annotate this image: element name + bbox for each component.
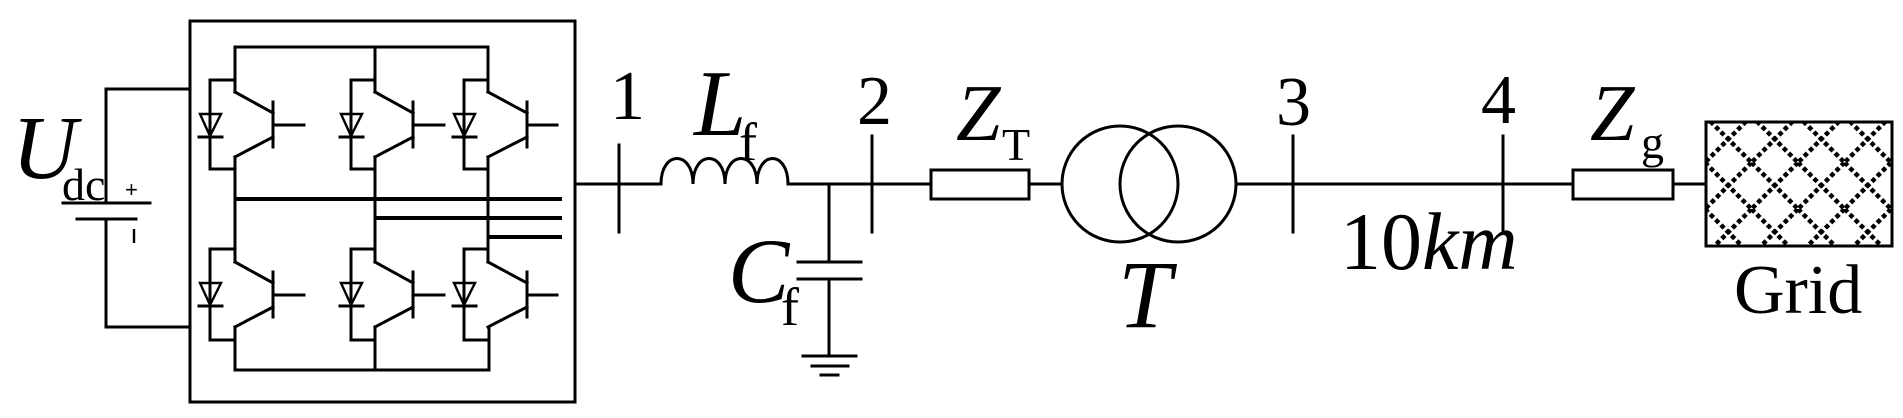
node-label: 4 (1481, 62, 1516, 139)
diode-icon (197, 281, 224, 308)
igbt-switch-s4 (197, 247, 306, 342)
capacitor-subscript: f (781, 277, 799, 337)
node-label: 2 (857, 63, 892, 140)
node-label: 1 (610, 58, 645, 135)
transformer-impedance: Z T (929, 70, 1031, 201)
node-label: 3 (1276, 64, 1311, 141)
grid-box (1704, 120, 1894, 248)
inverter-enclosure (188, 19, 577, 404)
dc-negative-wire (104, 217, 192, 329)
dc-negative-rail (233, 325, 491, 372)
inductor-subscript: f (739, 112, 757, 172)
transformer-label: T (1118, 241, 1178, 348)
bus-node-2: 2 (857, 63, 892, 234)
igbt-switch-s1 (197, 78, 306, 171)
dc-positive-wire (104, 87, 192, 205)
diode-icon (451, 112, 478, 139)
diode-icon (451, 281, 478, 308)
resistor-zg-icon (1571, 168, 1675, 201)
ground-icon (801, 354, 858, 377)
transformer: T (1060, 124, 1238, 348)
capacitor-symbol: C (728, 220, 791, 322)
igbt-switch-s3 (338, 78, 446, 171)
diode-icon (338, 112, 365, 139)
filter-inductor: L f (659, 52, 790, 186)
inductor-symbol: L (692, 52, 746, 156)
igbt-switch-s2 (451, 247, 559, 342)
bus-node-1: 1 (610, 58, 645, 234)
inductor-coil-icon (659, 157, 790, 186)
dc-voltage-symbol: U (12, 99, 82, 198)
dc-positive-rail (233, 45, 490, 94)
line-length-unit: km (1422, 196, 1518, 287)
bus-node-3: 3 (1276, 64, 1311, 234)
resistor-zt-icon (929, 168, 1031, 201)
filter-capacitor: C f (728, 182, 863, 377)
line-length-label: 10km (1340, 196, 1518, 287)
grid-impedance: Z g (1571, 70, 1675, 201)
bus-node-4: 4 (1481, 62, 1516, 234)
zt-subscript: T (1002, 119, 1030, 170)
zg-symbol: Z (1590, 70, 1636, 158)
grid-source: Grid (1704, 120, 1894, 329)
igbt-switch-s6 (338, 247, 446, 342)
dc-source: U dc + (12, 87, 192, 329)
diode-icon (197, 112, 224, 139)
dc-voltage-subscript: dc (62, 159, 105, 210)
inverter-bridge (188, 19, 577, 404)
grid-label: Grid (1734, 252, 1862, 329)
igbt-switch-s5 (451, 78, 559, 171)
diode-icon (338, 281, 365, 308)
plus-sign: + (125, 177, 138, 202)
zt-symbol: Z (956, 70, 1002, 158)
grid-hatch-icon (1706, 122, 1892, 246)
line-length-value: 10 (1340, 196, 1422, 287)
transformer-secondary-winding-icon (1118, 124, 1238, 244)
zg-subscript: g (1641, 117, 1664, 168)
transformer-primary-winding-icon (1060, 124, 1180, 244)
